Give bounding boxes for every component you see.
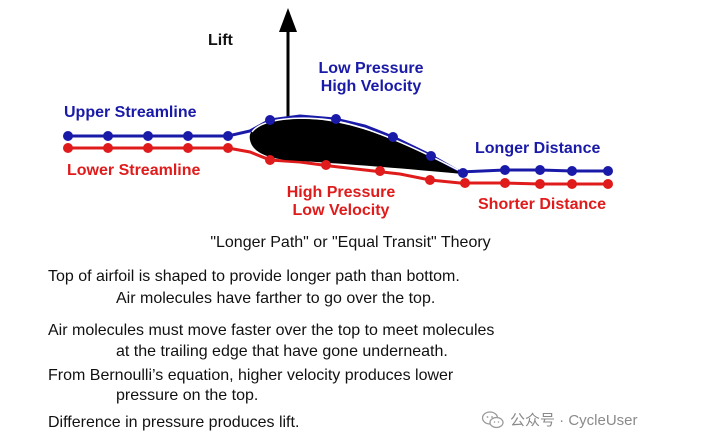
statement-1-line2: Air molecules have farther to go over th…	[116, 290, 436, 307]
lower-dot	[143, 143, 153, 153]
lower-dot	[535, 179, 545, 189]
statement-2-line2: at the trailing edge that have gone unde…	[116, 343, 448, 360]
upper-dot	[603, 166, 613, 176]
statement-1-line1: Top of airfoil is shaped to provide long…	[48, 268, 460, 285]
upper-dot	[535, 165, 545, 175]
theory-title: "Longer Path" or "Equal Transit" Theory	[210, 234, 491, 251]
upper-dot	[143, 131, 153, 141]
watermark: 公众号 · CycleUser	[482, 409, 638, 430]
statement-3-line1: From Bernoulli’s equation, higher veloci…	[48, 367, 454, 384]
lift-label: Lift	[208, 32, 233, 49]
shorter-distance-label: Shorter Distance	[478, 196, 607, 213]
low-pressure-label: Low Pressure High Velocity	[300, 60, 442, 96]
upper-streamline-dots	[63, 114, 613, 178]
wechat-icon	[482, 410, 504, 428]
upper-dot	[103, 131, 113, 141]
lower-dot	[603, 179, 613, 189]
lower-dot	[375, 166, 385, 176]
low-pressure-line2: High Velocity	[320, 78, 422, 95]
watermark-text: 公众号 · CycleUser	[510, 412, 638, 429]
lower-dot	[223, 143, 233, 153]
high-pressure-label: High Pressure Low Velocity	[270, 184, 412, 220]
statement-4-line1: Difference in pressure produces lift.	[48, 414, 300, 431]
longer-distance-label: Longer Distance	[475, 140, 601, 157]
upper-dot	[567, 166, 577, 176]
upper-dot	[388, 132, 398, 142]
airfoil	[249, 118, 462, 174]
lower-streamline-dots	[63, 143, 613, 189]
upper-dot	[500, 165, 510, 175]
upper-dot	[331, 114, 341, 124]
lift-arrow-head	[279, 8, 297, 32]
upper-dot	[265, 115, 275, 125]
statement-2-line1: Air molecules must move faster over the …	[48, 322, 495, 339]
lower-streamline-label: Lower Streamline	[67, 162, 201, 179]
lower-dot	[567, 179, 577, 189]
upper-dot	[426, 151, 436, 161]
lower-dot	[321, 160, 331, 170]
high-pressure-line1: High Pressure	[286, 184, 396, 201]
lower-dot	[425, 175, 435, 185]
upper-dot	[63, 131, 73, 141]
upper-dot	[183, 131, 193, 141]
statement-3-line2: pressure on the top.	[116, 387, 259, 404]
lower-dot	[460, 178, 470, 188]
high-pressure-line2: Low Velocity	[292, 202, 390, 219]
lower-dot	[103, 143, 113, 153]
lower-dot	[500, 178, 510, 188]
lower-dot	[265, 155, 275, 165]
upper-dot	[458, 168, 468, 178]
upper-dot	[223, 131, 233, 141]
low-pressure-line1: Low Pressure	[318, 60, 424, 77]
upper-streamline-label: Upper Streamline	[64, 104, 197, 121]
lower-dot	[183, 143, 193, 153]
lower-dot	[63, 143, 73, 153]
